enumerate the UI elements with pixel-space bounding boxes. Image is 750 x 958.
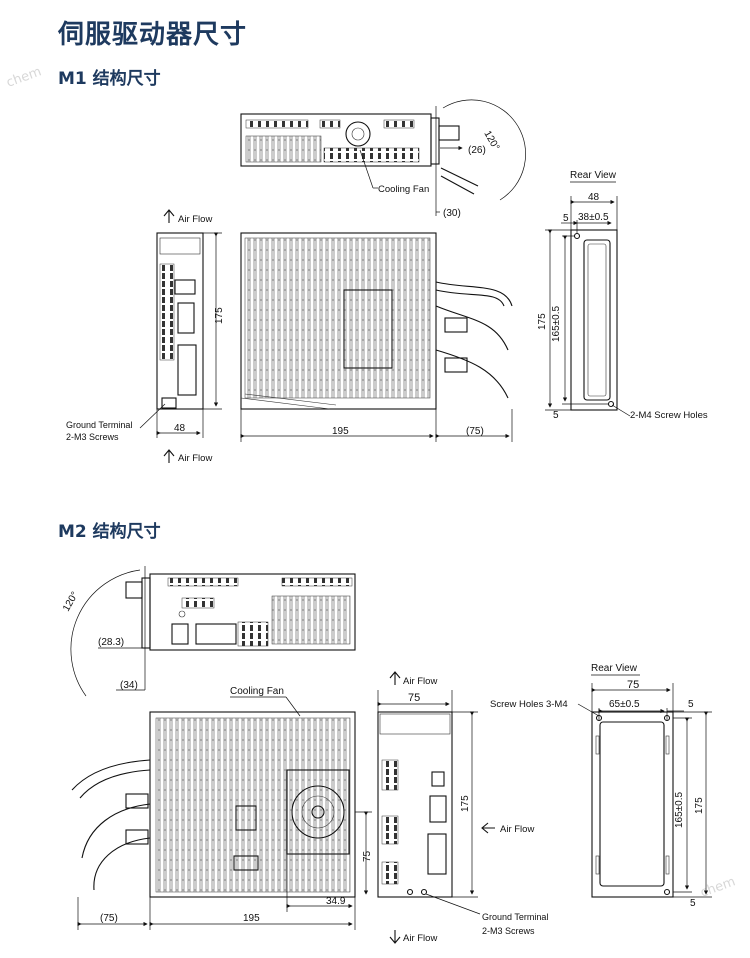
m1-dim-175-front: 175 xyxy=(214,307,225,324)
m1-rear-5: 5 xyxy=(563,213,569,224)
m2-front-view: Air Flow 75 175 Air Flow Ground Terminal… xyxy=(377,671,548,944)
m2-fan-icon xyxy=(291,785,345,839)
m2-angle: 120° xyxy=(61,590,81,613)
m1-dim-48-front: 48 xyxy=(174,423,186,434)
m2-dim-34: (34) xyxy=(120,680,138,691)
m1-rear-165: 165±0.5 xyxy=(551,305,562,342)
m2-screw-holes: Screw Holes 3-M4 xyxy=(490,699,568,710)
m2-rear-5: 5 xyxy=(688,699,694,710)
m1-air-flow-down-icon xyxy=(163,449,175,463)
m2-cooling-fan: Cooling Fan xyxy=(230,686,284,697)
m2-dim-75-side: (75) xyxy=(100,913,118,924)
m1-fan-icon xyxy=(345,121,371,147)
m1-rear-38: 38±0.5 xyxy=(578,212,609,223)
m2-dim-75-front: 75 xyxy=(408,692,420,704)
m1-m3-screws: 2-M3 Screws xyxy=(66,432,119,442)
m2-rear-5b: 5 xyxy=(690,898,696,909)
m2-air-flow-down-icon xyxy=(389,930,401,944)
m2-rear-65: 65±0.5 xyxy=(609,699,640,710)
m1-heading: M1 结构尺寸 xyxy=(58,69,161,89)
m1-cooling-fan: Cooling Fan xyxy=(378,184,429,195)
m1-rear-48: 48 xyxy=(588,192,600,203)
m1-front-view: Air Flow 175 48 Ground Terminal 2-M3 Scr… xyxy=(66,209,225,464)
m2-ground-terminal: Ground Terminal xyxy=(482,912,548,922)
m2-rear-view: Rear View 75 Screw Holes 3-M4 65±0.5 5 1… xyxy=(490,663,712,909)
m1-air-flow-up-icon xyxy=(163,209,175,223)
m2-air-flow-bottom: Air Flow xyxy=(403,933,437,944)
m1-dim-75: (75) xyxy=(466,426,484,437)
m2-dim-175-front: 175 xyxy=(460,795,471,812)
m2-rear-view-label: Rear View xyxy=(591,663,638,674)
m2-air-flow-side: Air Flow xyxy=(500,824,534,835)
m2-dim-349: 34.9 xyxy=(326,896,346,907)
m1-ground-terminal: Ground Terminal xyxy=(66,420,132,430)
m2-dim-283: (28.3) xyxy=(98,637,124,648)
page-title: 伺服驱动器尺寸 xyxy=(58,20,248,50)
m2-rear-175: 175 xyxy=(694,797,705,814)
m1-dim-195: 195 xyxy=(332,426,349,437)
m2-top-view: 120° (28.3) (34) xyxy=(61,566,356,697)
m1-rear-175: 175 xyxy=(537,313,548,330)
m2-dim-195: 195 xyxy=(243,913,260,924)
m1-screw-holes: 2-M4 Screw Holes xyxy=(630,410,708,421)
m2-m3-screws: 2-M3 Screws xyxy=(482,926,535,936)
m1-air-flow-bottom: Air Flow xyxy=(178,453,212,464)
m1-air-flow-top: Air Flow xyxy=(178,214,212,225)
m1-side-view: 195 (75) xyxy=(240,232,513,442)
m1-dim-30: (30) xyxy=(443,208,461,219)
m2-air-flow-top: Air Flow xyxy=(403,676,437,687)
m1-rear-5b: 5 xyxy=(553,410,559,421)
m2-heading: M2 结构尺寸 xyxy=(58,522,161,542)
m2-side-view: Cooling Fan (75) 195 34.9 75 xyxy=(71,686,373,930)
m1-rear-view: Rear View 48 5 38±0.5 175 165±0.5 5 2-M4… xyxy=(537,170,708,421)
m2-air-flow-left-icon xyxy=(481,822,495,834)
m2-rear-165: 165±0.5 xyxy=(674,791,685,828)
m2-rear-75: 75 xyxy=(627,679,639,691)
m1-top-view: 120° (26) (30) Cooling Fan xyxy=(240,99,526,219)
m2-air-flow-up-icon xyxy=(389,671,401,685)
m2-dim-75-v: 75 xyxy=(362,850,373,862)
m1-rear-view-label: Rear View xyxy=(570,170,617,181)
m1-dim-26: (26) xyxy=(468,145,486,156)
